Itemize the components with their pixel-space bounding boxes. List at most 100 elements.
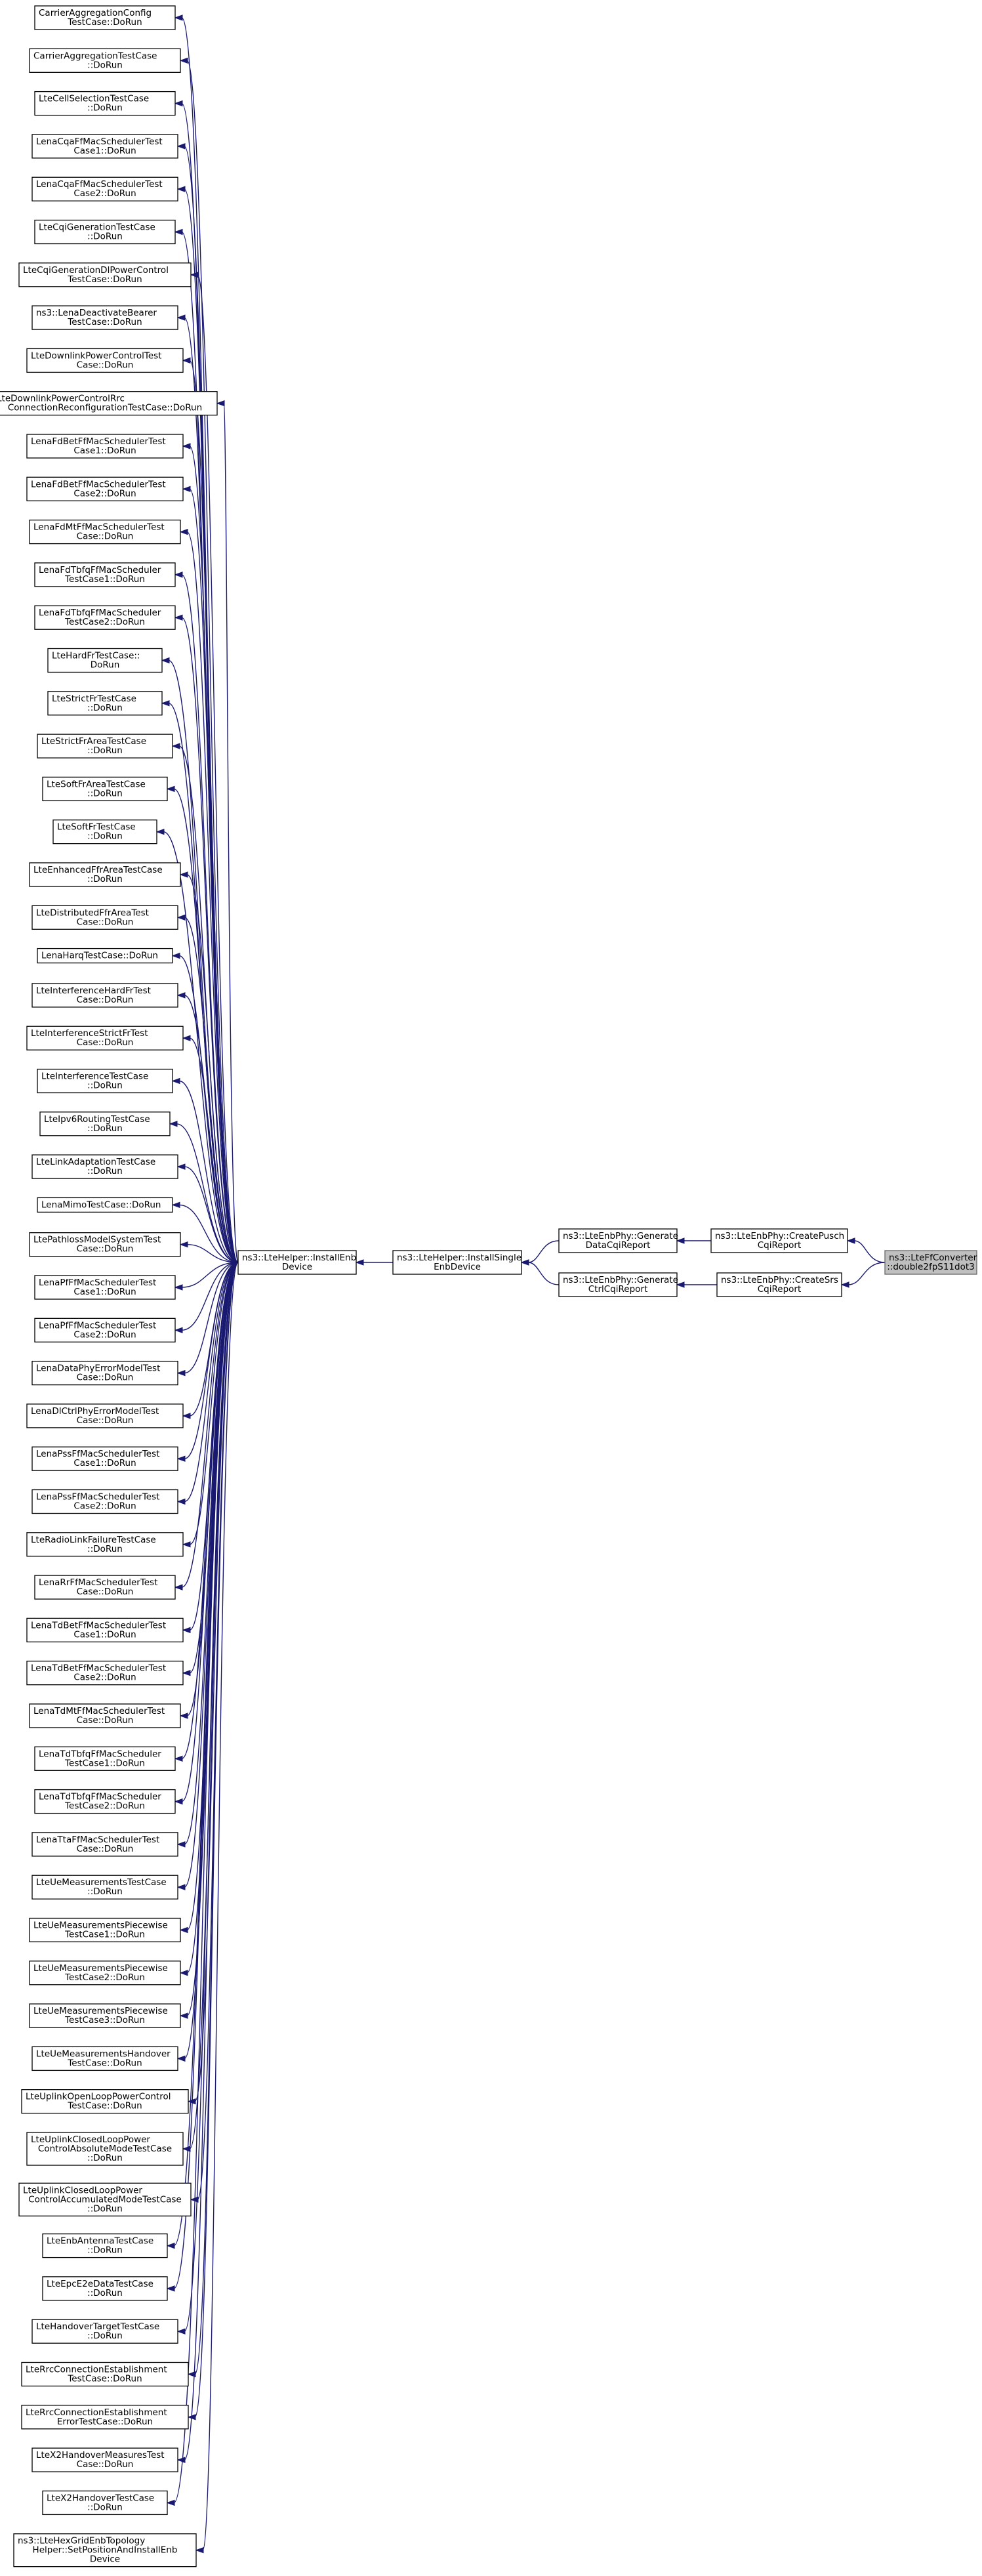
- function-node-caller-17[interactable]: LteStrictFrAreaTestCase::DoRun: [37, 734, 173, 758]
- function-node-caller-28[interactable]: LenaMimoTestCase::DoRun: [37, 1197, 173, 1213]
- function-node-caller-50[interactable]: LteUplinkClosedLoopPowerControlAbsoluteM…: [26, 2132, 184, 2166]
- node-label-line: LteUeMeasurementsTestCase: [36, 1877, 167, 1888]
- function-node-caller-9[interactable]: LteDownlinkPowerControlRrcConnectionReco…: [0, 391, 218, 416]
- function-node-caller-45[interactable]: LteUeMeasurementsPiecewiseTestCase1::DoR…: [29, 1917, 181, 1943]
- function-node-caller-26[interactable]: LteIpv6RoutingTestCase::DoRun: [39, 1111, 171, 1136]
- call-edge: [181, 617, 239, 1263]
- node-box: [42, 776, 168, 802]
- edge-arrowhead: [176, 2328, 186, 2335]
- node-box: [39, 1111, 171, 1136]
- call-edge: [186, 531, 239, 1263]
- edge-arrowhead: [171, 743, 180, 749]
- function-node-caller-19[interactable]: LteSoftFrTestCase::DoRun: [52, 820, 157, 844]
- function-node-caller-56[interactable]: LteRrcConnectionEstablishmentErrorTestCa…: [21, 2405, 189, 2430]
- function-node-caller-25[interactable]: LteInterferenceTestCase::DoRun: [37, 1068, 173, 1094]
- function-node-caller-46[interactable]: LteUeMeasurementsPiecewiseTestCase2::DoR…: [29, 1961, 181, 1985]
- call-edge: [181, 1262, 239, 1759]
- node-label-line: EnbDevice: [434, 1262, 481, 1272]
- function-node-caller-6[interactable]: LteCqiGenerationDlPowerControlTestCase::…: [18, 262, 192, 287]
- function-node-caller-20[interactable]: LteEnhancedFfrAreaTestCase::DoRun: [29, 862, 181, 887]
- edge-caller-44: [176, 1262, 239, 1890]
- function-node-caller-47[interactable]: LteUeMeasurementsPiecewiseTestCase3::DoR…: [29, 2003, 181, 2028]
- node-label-line: CarrierAggregationTestCase: [33, 51, 157, 61]
- edge-root-b: [840, 1262, 886, 1288]
- call-edge: [184, 1262, 239, 2332]
- edge-caller-28: [171, 1201, 239, 1263]
- function-node-caller-58[interactable]: LteX2HandoverTestCase::DoRun: [42, 2490, 168, 2516]
- node-label-line: ConnectionReconfigurationTestCase::DoRun: [8, 403, 202, 413]
- edge-arrowhead: [171, 1077, 180, 1085]
- node-label-line: LteUeMeasurementsPiecewise: [33, 1921, 168, 1931]
- function-node-root[interactable]: ns3::LteFfConverter::double2fpS11dot3: [884, 1250, 977, 1275]
- function-node-caller-1[interactable]: CarrierAggregationTestCase::DoRun: [29, 48, 181, 73]
- edge-arrowhead: [520, 1259, 529, 1266]
- function-node-caller-5[interactable]: LteCqiGenerationTestCase::DoRun: [34, 219, 176, 245]
- function-node-caller-27[interactable]: LteLinkAdaptationTestCase::DoRun: [31, 1154, 178, 1179]
- node-label-line: LteLinkAdaptationTestCase: [36, 1157, 155, 1167]
- edge-arrowhead: [176, 143, 186, 150]
- edge-arrowhead: [174, 14, 183, 21]
- edge-arrowhead: [176, 914, 186, 921]
- function-node-caller-44[interactable]: LteUeMeasurementsTestCase::DoRun: [31, 1875, 178, 1900]
- function-node-caller-15[interactable]: LteHardFrTestCase::DoRun: [47, 648, 163, 673]
- function-node-caller-53[interactable]: LteEpcE2eDataTestCase::DoRun: [42, 2276, 168, 2301]
- function-node-caller-59[interactable]: ns3::LteHexGridEnbTopologyHelper::SetPos…: [13, 2533, 197, 2567]
- node-label-line: ::DoRun: [87, 2288, 123, 2298]
- edge-arrowhead: [161, 700, 170, 707]
- function-node-caller-52[interactable]: LteEnbAntennaTestCase::DoRun: [42, 2233, 168, 2258]
- function-node-caller-22[interactable]: LenaHarqTestCase::DoRun: [37, 947, 173, 964]
- function-node-caller-16[interactable]: LteStrictFrTestCase::DoRun: [47, 691, 163, 716]
- function-node-caller-49[interactable]: LteUplinkOpenLoopPowerControlTestCase::D…: [21, 2089, 189, 2114]
- call-edge: [194, 1262, 239, 2418]
- node-box: [42, 2490, 168, 2516]
- function-node-caller-54[interactable]: LteHandoverTargetTestCase::DoRun: [31, 2319, 178, 2344]
- node-label-line: DoRun: [91, 660, 120, 671]
- function-node-caller-2[interactable]: LteCellSelectionTestCase::DoRun: [34, 91, 176, 116]
- function-node-caller-55[interactable]: LteRrcConnectionEstablishmentTestCase::D…: [21, 2361, 189, 2387]
- function-node-caller-36[interactable]: LteRadioLinkFailureTestCase::DoRun: [26, 1532, 184, 1557]
- node-label-line: Case2::DoRun: [73, 1501, 136, 1512]
- edge-arrowhead: [174, 228, 183, 236]
- node-label-line: ::DoRun: [87, 103, 123, 114]
- function-node-caller-18[interactable]: LteSoftFrAreaTestCase::DoRun: [42, 776, 168, 802]
- node-label-line: LteIpv6RoutingTestCase: [44, 1114, 150, 1125]
- node-box: [392, 1250, 522, 1275]
- function-node-caller-51[interactable]: LteUplinkClosedLoopPowerControlAccumulat…: [18, 2182, 192, 2216]
